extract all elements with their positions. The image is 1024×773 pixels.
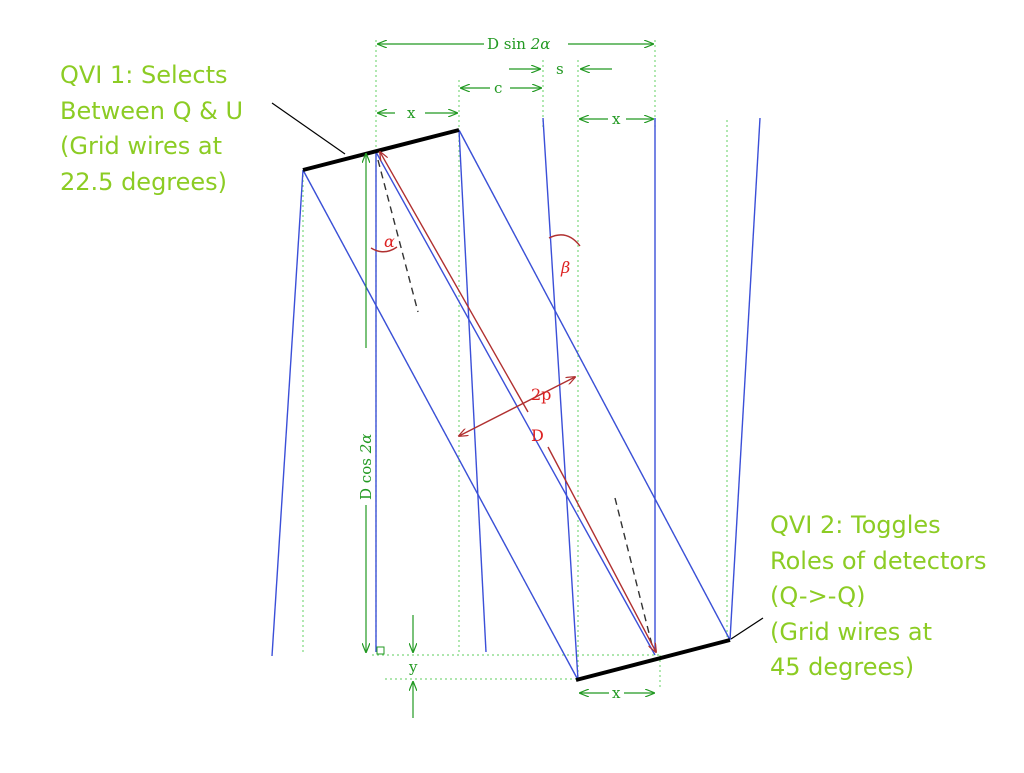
callout-qvi2-line: 45 degrees) <box>770 653 915 681</box>
qvi1-plate <box>302 128 460 172</box>
red-arrows <box>370 152 656 652</box>
label-x-top-right: x <box>612 110 621 128</box>
callout-qvi2-line: (Q->-Q) <box>770 582 866 610</box>
qvi2-plate <box>575 638 731 682</box>
label-d-cos-2alpha: D cos 2α <box>357 434 375 500</box>
leader-lines <box>271 102 764 640</box>
label-alpha: α <box>384 232 395 251</box>
right-angle-mark <box>376 646 385 655</box>
label-d-sin-2alpha: D sin 2α <box>487 35 550 53</box>
callout-qvi1-line: Between Q & U <box>60 96 244 125</box>
callout-qvi2-line: QVI 2: Toggles <box>770 511 941 539</box>
label-x-bottom: x <box>612 684 621 702</box>
callout-qvi1-line: 22.5 degrees) <box>60 167 228 196</box>
label-x-top-left: x <box>407 104 416 122</box>
label-c: c <box>494 79 502 97</box>
callout-qvi1-line: (Grid wires at <box>60 132 223 160</box>
callout-qvi1: QVI 1: Selects Between Q & U (Grid wires… <box>60 58 243 200</box>
grid-wires <box>271 117 761 681</box>
label-y: y <box>408 658 418 676</box>
label-s: s <box>556 60 564 78</box>
dashed-lines <box>377 159 653 646</box>
callout-qvi2-line: Roles of detectors <box>770 546 987 575</box>
callout-qvi2-line: (Grid wires at <box>770 617 933 646</box>
label-beta: β <box>560 258 570 277</box>
diagram-labels: D sin 2α s c x x x y D cos 2α α β 2p D <box>357 35 621 702</box>
callout-qvi1-line: QVI 1: Selects <box>60 61 228 89</box>
dimension-arrows <box>366 44 654 718</box>
callout-qvi2: QVI 2: Toggles Roles of detectors (Q->-Q… <box>770 508 986 686</box>
label-D: D <box>531 426 544 445</box>
label-2p: 2p <box>531 385 551 404</box>
guide-lines <box>302 40 731 690</box>
